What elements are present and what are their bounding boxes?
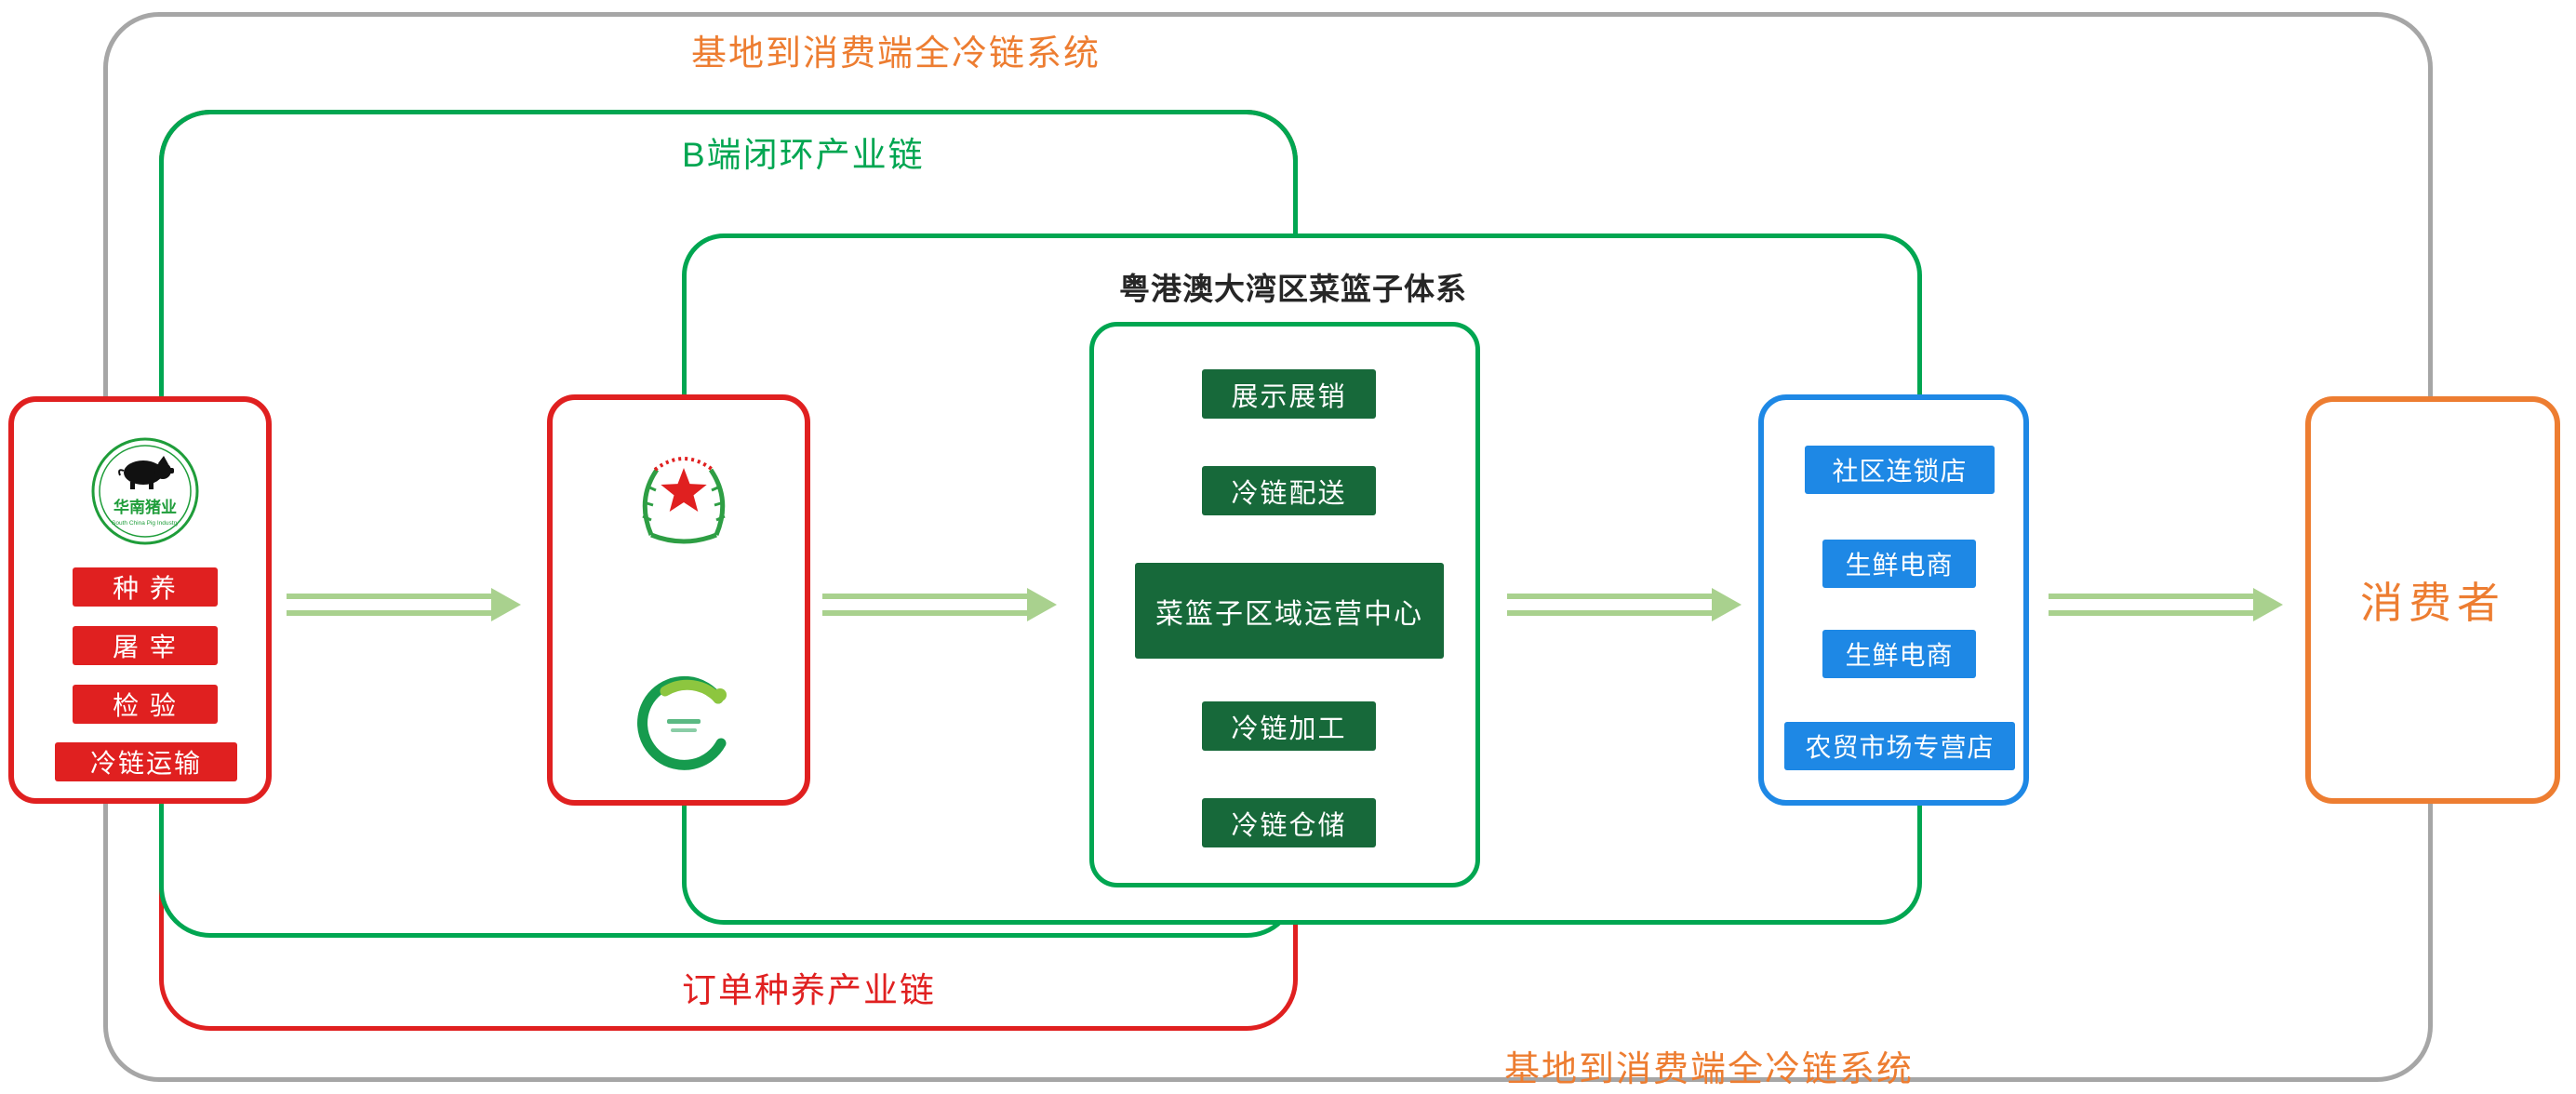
basket-operations-center-item: 菜篮子区域运营中心 bbox=[1135, 563, 1444, 659]
basket-item: 冷链加工 bbox=[1202, 701, 1376, 751]
basket-association-icon bbox=[637, 675, 727, 770]
farm-step-item: 冷链运输 bbox=[55, 742, 237, 781]
basket-item: 冷链配送 bbox=[1202, 466, 1376, 515]
pig-logo-text: 华南猪业 bbox=[113, 498, 177, 516]
bottom-system-title: 基地到消费端全冷链系统 bbox=[1503, 1050, 1915, 1089]
basket-item: 展示展销 bbox=[1202, 369, 1376, 419]
retail-channel-item: 社区连锁店 bbox=[1805, 446, 1995, 494]
pig-logo-subtext: South China Pig Industry bbox=[112, 520, 180, 527]
retail-channel-item: 生鲜电商 bbox=[1822, 540, 1976, 588]
farm-step-item: 屠 宰 bbox=[73, 626, 218, 665]
flow-arrow-icon bbox=[1507, 588, 1742, 621]
basket-system-title: 粤港澳大湾区菜篮子体系 bbox=[1119, 272, 1467, 306]
basket-operations-frame: 展示展销 冷链配送 菜篮子区域运营中心 冷链加工 冷链仓储 bbox=[1089, 322, 1480, 887]
farm-box: 华南猪业 South China Pig Industry 种 养 屠 宰 检 … bbox=[8, 396, 272, 804]
top-system-title: 基地到消费端全冷链系统 bbox=[690, 34, 1101, 73]
farm-step-item: 检 验 bbox=[73, 685, 218, 724]
retail-channel-item: 生鲜电商 bbox=[1822, 630, 1976, 678]
retail-channels-box: 社区连锁店 生鲜电商 生鲜电商 农贸市场专营店 bbox=[1758, 394, 2029, 806]
flow-arrow-icon bbox=[287, 588, 521, 621]
pig-logo-icon: 华南猪业 South China Pig Industry bbox=[91, 437, 199, 545]
certification-box bbox=[547, 394, 810, 806]
retail-channel-item: 农贸市场专营店 bbox=[1784, 722, 2015, 770]
order-chain-label: 订单种养产业链 bbox=[682, 971, 936, 1009]
flow-arrow-icon bbox=[2049, 588, 2283, 621]
consumer-label: 消费者 bbox=[2360, 579, 2505, 627]
farm-step-item: 种 养 bbox=[73, 567, 218, 607]
gov-emblem-icon bbox=[642, 457, 726, 544]
basket-item: 冷链仓储 bbox=[1202, 798, 1376, 847]
b-chain-label: B端闭环产业链 bbox=[682, 136, 925, 174]
consumer-box: 消费者 bbox=[2305, 396, 2560, 804]
flow-arrow-icon bbox=[822, 588, 1057, 621]
